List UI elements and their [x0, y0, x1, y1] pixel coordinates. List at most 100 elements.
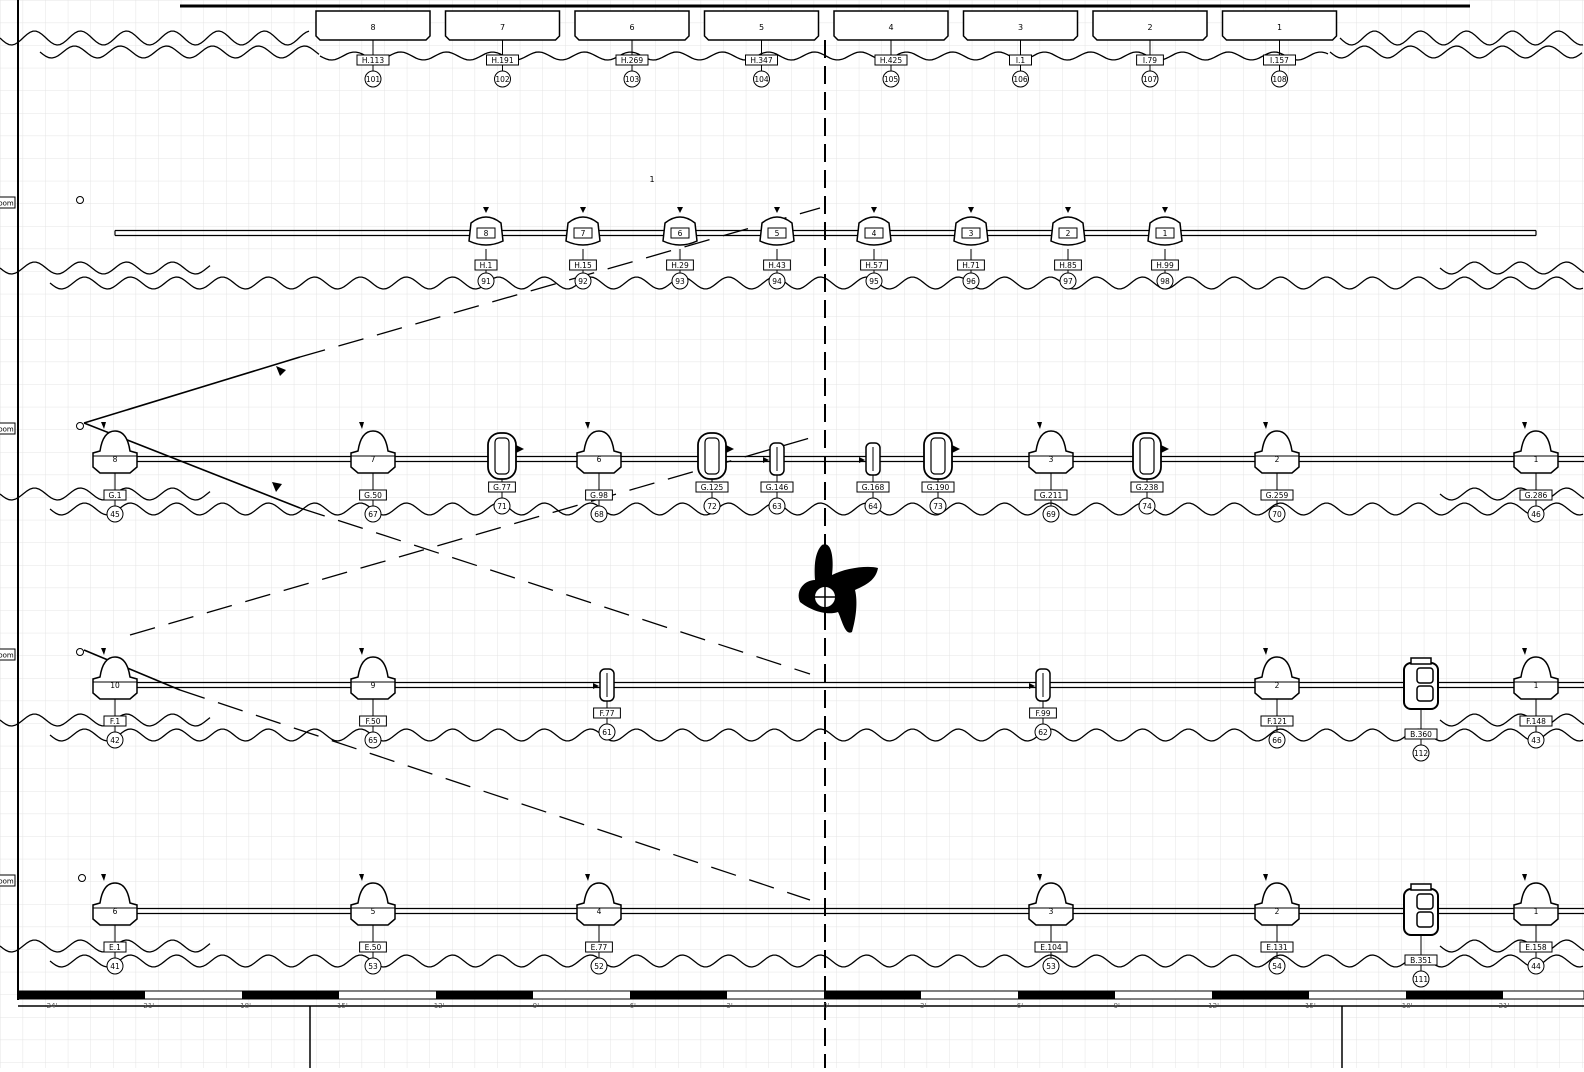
pipe-4: 6E.1415E.50534E.77523E.104532E.13154B.35… [92, 874, 1584, 988]
wash-yoke [101, 422, 106, 429]
channel-circle [477, 272, 495, 290]
mover-head [961, 227, 981, 239]
ruler-segment [48, 991, 145, 999]
fixture-number: 1 [1277, 23, 1282, 32]
fixture-id: G.190 [927, 483, 950, 492]
mover-yoke [871, 207, 877, 213]
mover-head [1155, 227, 1175, 239]
fixture-id: G.77 [493, 483, 511, 492]
box-window [1416, 893, 1434, 910]
fixture-id: H.15 [574, 261, 592, 270]
fixture-number: 2 [1275, 455, 1280, 464]
fixture-id: E.158 [1525, 943, 1547, 952]
fixture-id: G.168 [862, 483, 885, 492]
fixture-id: B.351 [1410, 956, 1432, 965]
pipe-tags: oom oom oom oom [0, 196, 16, 887]
marker-circle [76, 196, 84, 204]
ruler-tick-label: 12' [434, 1002, 445, 1010]
channel-circle [671, 272, 689, 290]
channel-circle [703, 497, 721, 515]
channel-circle [1268, 731, 1286, 749]
ruler-tick-label: 18' [1402, 1002, 1413, 1010]
channel-number: 112 [1414, 749, 1429, 758]
wash-body [1254, 882, 1300, 926]
cyc-light-unit [444, 10, 561, 41]
pipe-tag-box [0, 422, 16, 435]
fixture-id: G.259 [1266, 491, 1289, 500]
ruler-tick-label: 0' [823, 1002, 829, 1010]
channel-circle [1527, 505, 1545, 523]
fixture-number: 1 [1534, 907, 1539, 916]
fixture-id: G.125 [701, 483, 724, 492]
fixture-id: F.121 [1267, 717, 1287, 726]
par-lens [494, 437, 510, 475]
ruler-tick-label: 3' [920, 1002, 926, 1010]
curtain-wave-upper [1439, 713, 1584, 727]
ruler-tick-label: 15' [337, 1002, 348, 1010]
fixture-number: 6 [678, 229, 683, 238]
channel-circle [1527, 731, 1545, 749]
curtain-wave-upper [0, 261, 211, 275]
cyc-light-unit [703, 10, 820, 41]
fixture-id: E.1 [109, 943, 121, 952]
channel-number: 106 [1013, 75, 1028, 84]
cyc-light-unit [962, 10, 1079, 41]
fixture-wash: 8G.145 [92, 422, 138, 523]
wash-yoke [1522, 874, 1527, 881]
fixture-id: E.50 [365, 943, 382, 952]
fixture-number: 5 [759, 23, 764, 32]
channel-number: 71 [497, 502, 507, 511]
fixture-id: E.77 [591, 943, 608, 952]
channel-number: 102 [495, 75, 510, 84]
channel-number: 104 [754, 75, 769, 84]
fixture-id: I.79 [1143, 56, 1157, 65]
pipe-tag-box [0, 648, 16, 661]
fixture-id: H.269 [621, 56, 643, 65]
channel-number: 68 [594, 510, 604, 519]
wash-yoke [1037, 874, 1042, 881]
wash-body [1028, 882, 1074, 926]
wash-yoke [1037, 422, 1042, 429]
channel-number: 63 [772, 502, 782, 511]
fixture-id: G.238 [1136, 483, 1159, 492]
channel-number: 97 [1063, 277, 1073, 286]
curtain-wave-upper [0, 30, 310, 46]
wash-body [92, 882, 138, 926]
wash-body [350, 430, 396, 474]
channel-circle [1268, 957, 1286, 975]
channel-circle [574, 272, 592, 290]
wash-yoke [101, 648, 106, 655]
beam-solid [83, 649, 181, 691]
fixture-number: 8 [370, 23, 375, 32]
channel-number: 107 [1143, 75, 1158, 84]
ruler-segment [1212, 991, 1309, 999]
cyc-light-unit [833, 10, 949, 41]
marker-circle [78, 874, 86, 882]
mover-head [1058, 227, 1078, 239]
wash-body [92, 430, 138, 474]
fixture-number: 3 [1049, 907, 1054, 916]
par-lens [930, 437, 946, 475]
wash-body [1254, 430, 1300, 474]
beam-arrowhead [272, 482, 282, 492]
pipe-tag-box [0, 874, 16, 887]
top-fixture-row: 8H.1131017H.1911026H.2691035H.3471044H.4… [315, 10, 1338, 88]
ruler-tick-label: 6' [630, 1002, 636, 1010]
channel-number: 73 [933, 502, 943, 511]
mover-yoke [1065, 207, 1071, 213]
fixture-id: H.99 [1156, 261, 1174, 270]
fixture-number: 2 [1147, 23, 1152, 32]
channel-circle [598, 723, 616, 741]
ruler-segment [242, 991, 339, 999]
fixture-wash: 10F.142 [92, 648, 138, 749]
fixture-number: 2 [1066, 229, 1071, 238]
